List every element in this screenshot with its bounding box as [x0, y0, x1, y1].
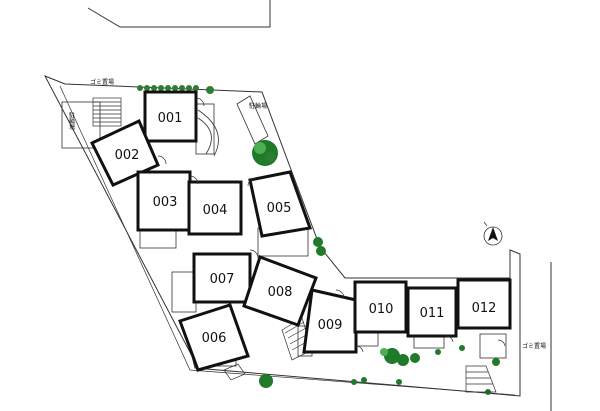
site-boundary — [43, 75, 521, 397]
garbage-label: ゴミ置場 — [90, 78, 114, 86]
bike-parking-left: 駐輪場 — [61, 101, 101, 149]
unit-009[interactable]: 009 — [302, 288, 358, 354]
unit-012[interactable]: 012 — [456, 278, 512, 330]
stairs-north — [92, 97, 122, 127]
bike-parking-mid-label: 駐輪場 — [249, 102, 267, 110]
unit-001-label: 001 — [158, 111, 183, 126]
tree-large-center — [252, 140, 278, 166]
hedge-top — [137, 85, 214, 94]
tree-near-005 — [313, 237, 326, 256]
unit-004[interactable]: 004 — [187, 180, 243, 236]
door-swings — [157, 97, 506, 353]
unit-008[interactable]: 008 — [242, 255, 318, 327]
north-arrow-icon — [483, 221, 503, 246]
unit-002-label: 002 — [115, 148, 140, 163]
unit-010[interactable]: 010 — [353, 280, 408, 334]
bike-parking-mid: 駐輪場 — [236, 95, 269, 145]
unit-007-label: 007 — [210, 272, 235, 287]
unit-003[interactable]: 003 — [136, 170, 192, 232]
unit-012-label: 012 — [472, 301, 497, 316]
unit-001[interactable]: 001 — [143, 90, 198, 143]
unit-005-label: 005 — [267, 201, 292, 216]
unit-007[interactable]: 007 — [192, 252, 252, 304]
walkway-curve — [195, 103, 219, 157]
bike-parking-left-label: 駐輪場 — [68, 111, 75, 131]
unit-009-label: 009 — [318, 318, 343, 333]
unit-006[interactable]: 006 — [178, 303, 250, 372]
unit-011-label: 011 — [420, 306, 445, 321]
unit-003-label: 003 — [153, 195, 178, 210]
unit-005[interactable]: 005 — [248, 170, 313, 238]
unit-010-label: 010 — [369, 302, 394, 317]
unit-011[interactable]: 011 — [406, 286, 458, 338]
unit-004-label: 004 — [203, 203, 228, 218]
road-lines — [87, 0, 552, 411]
unit-002[interactable]: 002 — [89, 118, 160, 187]
unit-006-label: 006 — [202, 331, 227, 346]
unit-008-label: 008 — [268, 285, 293, 300]
trees-south — [259, 345, 500, 395]
garbage-right-label: ゴミ置場 — [522, 342, 546, 350]
inner-boundary — [59, 85, 516, 396]
